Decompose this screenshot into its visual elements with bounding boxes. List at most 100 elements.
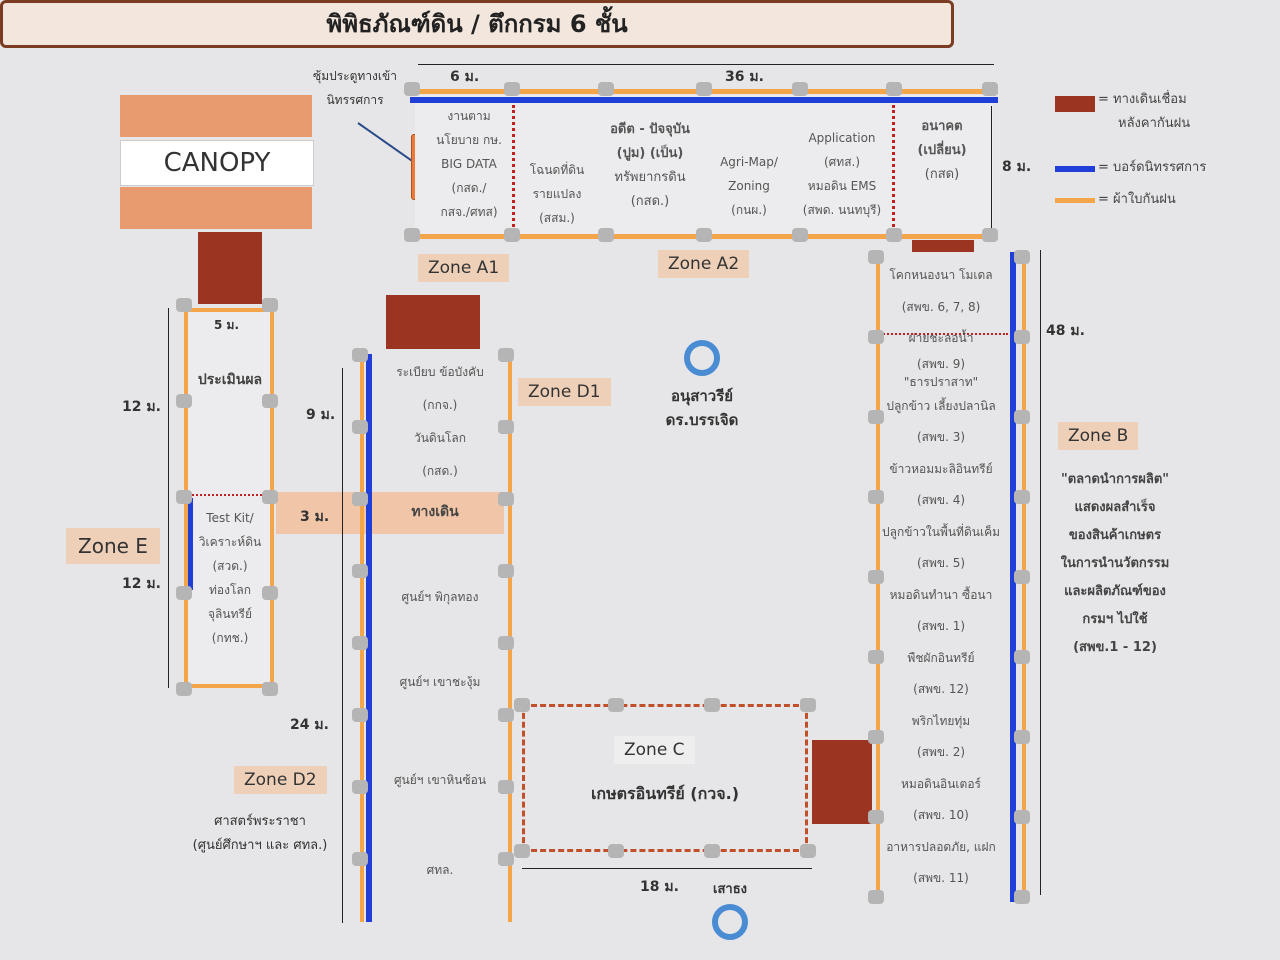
support-post <box>608 698 624 712</box>
text: อดีต - ปัจจุบัน <box>610 122 690 137</box>
zone-d1-items: ระเบียบ ข้อบังคับ(กกจ.)วันดินโลก(กสด.) <box>376 356 504 488</box>
zone-a-walkway <box>912 240 974 252</box>
text: (ศูนย์ศึกษาฯ และ ศทล.) <box>192 838 328 853</box>
support-post <box>262 394 278 408</box>
text: "ธารปราสาท" <box>903 374 979 389</box>
text: (สสม.) <box>539 211 575 225</box>
text: และผลิตภัณฑ์ของ <box>1064 584 1166 599</box>
text: พืชผักอินทรีย์ <box>907 650 975 665</box>
support-post <box>352 636 368 650</box>
support-post <box>262 586 278 600</box>
support-post <box>696 82 712 96</box>
text: โฉนดที่ดิน <box>529 163 585 177</box>
text: (สพข. 9) <box>916 356 966 371</box>
text: (สพข. 11) <box>913 871 969 885</box>
zone-b-divider <box>880 333 1008 335</box>
text: "ตลาดนำการผลิต" <box>1060 472 1170 487</box>
zone-e-eval: ประเมินผล <box>197 372 263 388</box>
support-post <box>1014 650 1030 664</box>
walkway-label: ทางเดิน <box>411 504 459 520</box>
walkway <box>276 492 504 534</box>
support-post <box>868 650 884 664</box>
support-post <box>514 698 530 712</box>
text: Application <box>808 131 876 145</box>
support-post <box>800 698 816 712</box>
text: รายแปลง <box>532 187 582 201</box>
support-post <box>982 82 998 96</box>
text: ฝายชะลอน้ำ <box>908 331 974 345</box>
dim-d1: 9 ม. <box>306 407 336 423</box>
text: อาหารปลอดภัย, แฝก <box>886 839 996 854</box>
support-post <box>792 82 808 96</box>
text: BIG DATA <box>441 157 497 171</box>
text: ทรัพยากรดิน <box>614 170 686 185</box>
text: พริกไทยทุ่ม <box>911 713 971 728</box>
dim-d2: 24 ม. <box>290 717 329 733</box>
support-post <box>982 228 998 242</box>
legend-walkway-swatch <box>1055 96 1095 112</box>
text: (กนผ.) <box>731 203 767 217</box>
zone-a-area <box>415 95 993 237</box>
support-post <box>868 810 884 824</box>
text: ปลูกข้าว เลี้ยงปลานิล <box>886 398 996 413</box>
support-post <box>352 348 368 362</box>
support-post <box>176 490 192 504</box>
dim-c-line <box>522 868 812 869</box>
text: วิเคราะห์ดิน <box>198 535 262 549</box>
support-post <box>262 682 278 696</box>
support-post <box>498 492 514 506</box>
text: หมอดินอินเตอร์ <box>901 776 981 791</box>
text: ในการนำนวัตกรรม <box>1060 556 1170 571</box>
flagpole-icon <box>712 904 748 940</box>
text: (เปลี่ยน) <box>917 143 967 158</box>
text: (สพข.1 - 12) <box>1073 640 1157 655</box>
support-post <box>598 228 614 242</box>
dim-top-line <box>418 64 994 65</box>
text: ดร.บรรเจิด <box>665 411 739 429</box>
support-post <box>868 570 884 584</box>
zone-c-area <box>522 704 808 852</box>
support-post <box>498 852 514 866</box>
support-post <box>262 298 278 312</box>
page-title: พิพิธภัณฑ์ดิน / ตึกกรม 6 ชั้น <box>0 0 954 48</box>
support-post <box>608 844 624 858</box>
section-application: Application(ศทส.)หมอดิน EMS(สพด. นนทบุรี… <box>790 126 894 222</box>
dim-c: 18 ม. <box>640 879 679 895</box>
support-post <box>1014 570 1030 584</box>
text: (สพข. 3) <box>916 430 966 444</box>
legend-walkway-label2: หลังคากันฝน <box>1118 116 1191 131</box>
support-post <box>792 228 808 242</box>
support-post <box>352 708 368 722</box>
support-post <box>352 564 368 578</box>
text: (สพข. 1) <box>916 619 966 633</box>
legend-board-label: = บอร์ดนิทรรศการ <box>1098 160 1207 175</box>
dim-b: 48 ม. <box>1046 323 1085 339</box>
support-post <box>1014 490 1030 504</box>
zone-e-board <box>188 498 193 590</box>
text: หมอดินทำนา ซื้อนา <box>889 587 993 602</box>
text: (ศทส.) <box>823 155 861 169</box>
dim-d-line <box>342 368 343 923</box>
zone-a-divider <box>892 105 895 233</box>
zone-d2-item: ศูนย์ฯ เขาหินซ้อน <box>393 773 487 787</box>
canopy-label: CANOPY <box>120 140 314 186</box>
flagpole-label: เสาธง <box>713 882 747 897</box>
section-agrimap: Agri-Map/Zoning(กนผ.) <box>705 150 793 222</box>
dim-e-line <box>168 308 169 688</box>
zone-e-items: Test Kit/วิเคราะห์ดิน(สวด.)ท่องโลกจุลินท… <box>188 506 272 650</box>
legend-walkway-label: = ทางเดินเชื่อม <box>1098 92 1187 107</box>
text: ระเบียบ ข้อบังคับ <box>396 365 484 379</box>
text: โคกหนองนา โมเดล <box>889 268 993 282</box>
support-post <box>868 330 884 344</box>
support-post <box>696 228 712 242</box>
support-post <box>352 780 368 794</box>
section-past-present: อดีต - ปัจจุบัน(ปูม) (เป็น)ทรัพยากรดิน(ก… <box>585 118 715 214</box>
support-post <box>498 780 514 794</box>
zone-d2-item: ศทล. <box>426 863 454 877</box>
text: (สพข. 5) <box>916 556 966 570</box>
zone-b-label: Zone B <box>1058 422 1139 450</box>
support-post <box>498 420 514 434</box>
text: กรมฯ ไปใช้ <box>1082 612 1148 627</box>
legend-canvas-label: = ผ้าใบกันฝน <box>1098 192 1176 207</box>
text: (สพข. 12) <box>913 682 969 696</box>
